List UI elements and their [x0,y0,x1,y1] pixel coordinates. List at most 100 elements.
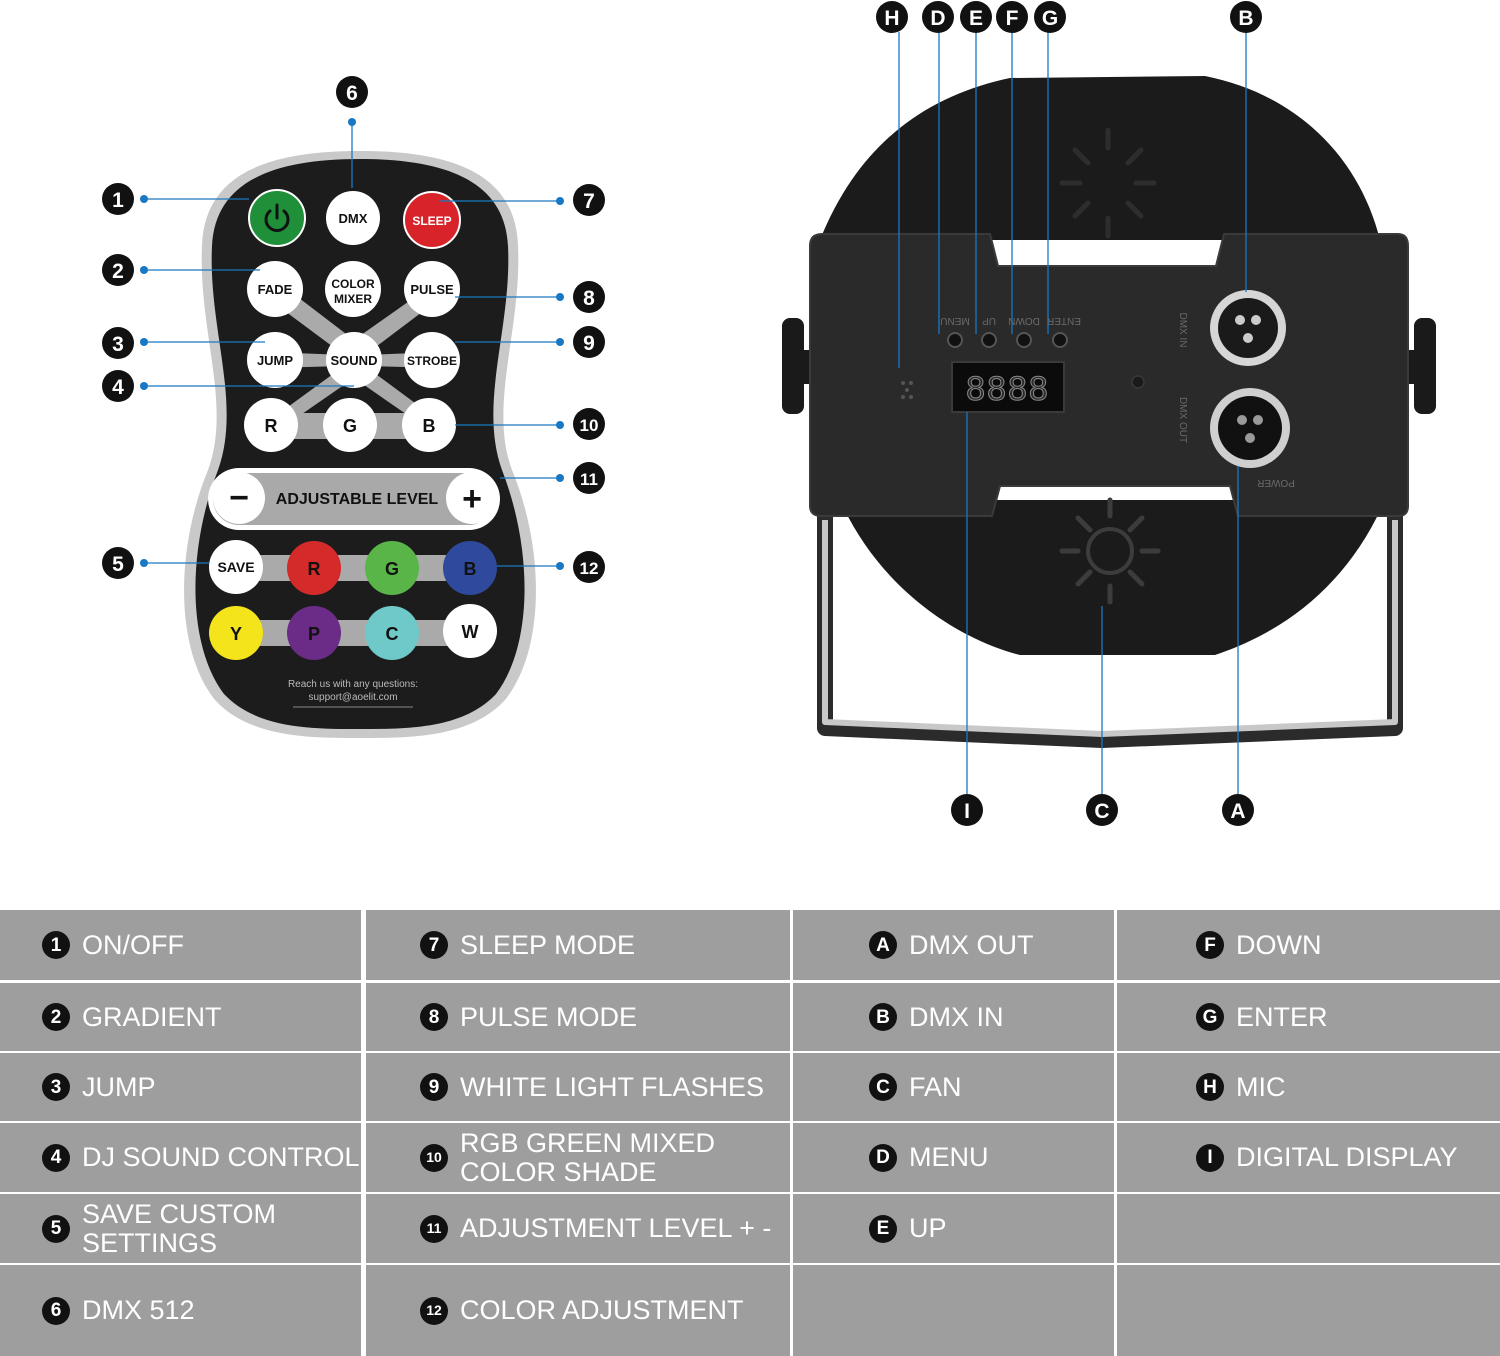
svg-text:E: E [969,7,983,30]
legend-text: DIGITAL DISPLAY [1236,1142,1458,1172]
digital-display-readout: 8888 [966,370,1050,408]
legend-text: DOWN [1236,929,1322,960]
right-knob [1414,318,1436,414]
legend-badge: 10 [420,1143,448,1172]
b-button-label: B [423,416,436,436]
left-knob [782,318,804,414]
remote-callout-7: 7 [573,184,605,216]
legend-badge: 5 [42,1214,70,1243]
pulse-button[interactable] [404,261,460,317]
printed-enter: ENTER [1047,315,1081,326]
color-purple-button[interactable] [287,606,341,660]
legend-cell [793,1265,1114,1356]
device-leader-lines [898,32,1247,795]
device-callout-f: F [996,1,1028,33]
legend-cell [1117,1265,1500,1356]
device-callout-h: H [876,1,908,33]
device-printed-labels: MENU UP DOWN ENTER DMX IN DMX OUT POWER [940,313,1295,489]
legend-badge: 6 [42,1296,70,1325]
down-button[interactable] [1016,332,1032,348]
plus-button-label: + [462,480,482,518]
legend-text: MENU [909,1142,989,1172]
legend-badge: 4 [42,1143,70,1172]
svg-text:7: 7 [583,190,595,213]
color-red-button[interactable] [287,541,341,595]
remote-callout-5: 5 [102,547,134,579]
sound-button-label: SOUND [331,353,378,368]
r-button-label: R [265,416,278,436]
svg-text:8: 8 [583,287,595,310]
svg-text:6: 6 [346,82,358,105]
up-button[interactable] [981,332,997,348]
color-green-button[interactable] [365,541,419,595]
legend-text: ON/OFF [82,929,184,960]
enter-button[interactable] [1052,332,1068,348]
strobe-button[interactable] [404,332,460,388]
digital-display [951,361,1065,413]
legend-badge: G [1196,1003,1224,1031]
color-mixer-button[interactable] [325,261,381,317]
device-callout-i: I [951,794,983,826]
legend-badge: A [869,931,897,959]
printed-dmx-out: DMX OUT [1177,397,1188,443]
legend-cell [1117,1194,1500,1263]
menu-button[interactable] [947,332,963,348]
svg-text:I: I [964,800,970,823]
save-button-label: SAVE [217,559,254,575]
color-white-button[interactable] [443,604,497,658]
remote-footer-line2: support@aoelit.com [308,692,397,703]
svg-text:10: 10 [580,416,599,435]
printed-down: DOWN [1008,315,1040,326]
r-button[interactable] [244,398,298,452]
legend-text: SLEEP MODE [460,929,636,960]
mic-hole [901,381,913,399]
sleep-button[interactable] [403,191,461,249]
legend-text: WHITE LIGHT FLASHES [460,1071,765,1102]
g-button[interactable] [323,398,377,452]
device-callout-a: A [1222,794,1254,826]
color-blue-button[interactable] [443,541,497,595]
sound-button[interactable] [326,332,382,388]
minus-button[interactable] [213,472,265,524]
color-cyan-button[interactable] [365,606,419,660]
device-callout-b: B [1230,1,1262,33]
fade-button[interactable] [247,261,303,317]
legend-text: FAN [909,1071,962,1102]
fan-grille-top [1059,127,1157,239]
fan-grille-bottom [1059,497,1161,605]
color-yellow-button[interactable] [209,606,263,660]
remote-callout-6: 6 [336,76,368,108]
save-button[interactable] [209,540,263,594]
remote-control: DMX SLEEP FADE COLOR MIXER PULSE JUMP SO… [184,151,536,738]
light-device: 8888 [782,76,1436,748]
svg-text:5: 5 [112,553,124,576]
svg-text:9: 9 [583,332,595,355]
dmx-button[interactable] [326,191,380,245]
remote-callout-12: 12 [573,551,605,583]
plus-button[interactable] [446,472,498,524]
color-yellow-label: Y [230,624,242,644]
svg-text:3: 3 [112,333,124,356]
svg-text:H: H [884,7,899,30]
jump-button[interactable] [247,332,303,388]
g-button-label: G [343,416,357,436]
legend-badge: 12 [420,1296,448,1325]
svg-text:4: 4 [112,376,124,399]
remote-footer-line1: Reach us with any questions: [288,679,418,690]
b-button[interactable] [402,398,456,452]
power-icon [264,203,290,232]
svg-text:F: F [1006,7,1019,30]
remote-callout-11: 11 [573,462,605,494]
legend-badge: H [1196,1073,1224,1101]
